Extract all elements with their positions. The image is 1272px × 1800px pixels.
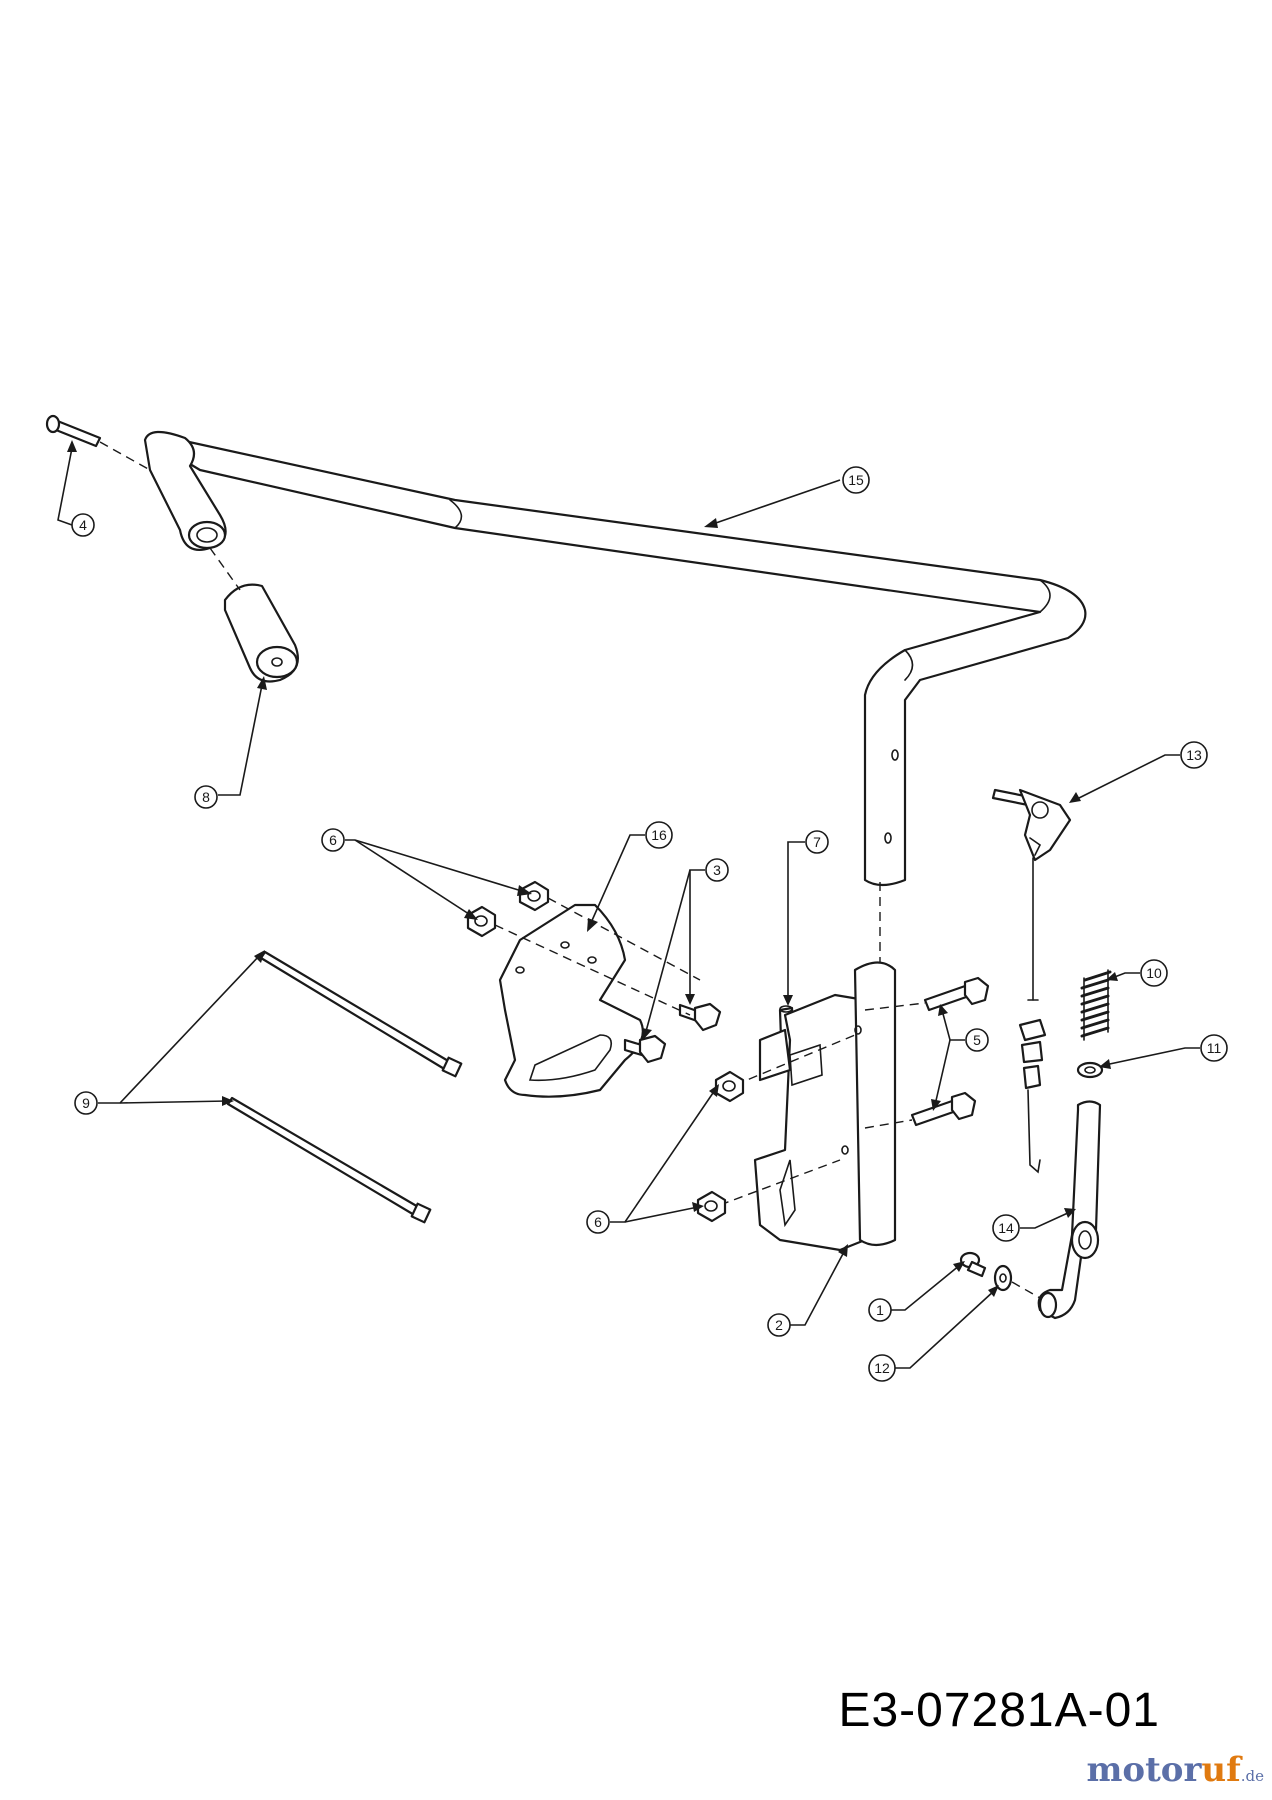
callout-16: 16 — [645, 821, 673, 849]
part-6-nut-lower-b[interactable] — [696, 1190, 727, 1223]
part-11-washer[interactable] — [1076, 1061, 1104, 1079]
callout-1: 1 — [868, 1298, 892, 1322]
callout-3: 3 — [705, 858, 729, 882]
part-13-lever-assembly[interactable] — [991, 788, 1072, 1174]
part-16-bracket[interactable] — [498, 903, 644, 1098]
svg-text:3: 3 — [713, 862, 721, 878]
svg-text:8: 8 — [202, 789, 210, 805]
callout-10: 10 — [1140, 959, 1168, 987]
svg-text:15: 15 — [848, 472, 864, 488]
callout-8: 8 — [194, 785, 218, 809]
svg-text:16: 16 — [651, 827, 667, 843]
callout-6-lower: 6 — [586, 1210, 610, 1234]
leader-lines — [57, 440, 1200, 1369]
svg-text:12: 12 — [874, 1360, 890, 1376]
part-10-spring[interactable] — [1080, 969, 1112, 1041]
brand-name-accent: uf — [1201, 1750, 1241, 1790]
part-3-bolt-b[interactable] — [623, 1034, 667, 1064]
svg-text:2: 2 — [775, 1317, 783, 1333]
callout-2: 2 — [767, 1313, 791, 1337]
svg-text:7: 7 — [813, 834, 821, 850]
callout-13: 13 — [1180, 741, 1208, 769]
part-3-bolt-a[interactable] — [678, 1002, 722, 1032]
callout-9: 9 — [74, 1091, 98, 1115]
part-6-nut-upper-a[interactable] — [518, 880, 550, 912]
part-1-bolt[interactable] — [959, 1251, 987, 1278]
part-5-bolt-b[interactable] — [910, 1091, 977, 1127]
callout-12: 12 — [868, 1354, 896, 1382]
callout-15: 15 — [842, 466, 870, 494]
callout-6-upper: 6 — [321, 828, 345, 852]
part-5-bolt-a[interactable] — [923, 976, 990, 1012]
svg-text:13: 13 — [1186, 747, 1202, 763]
svg-text:10: 10 — [1146, 965, 1162, 981]
svg-text:6: 6 — [594, 1214, 602, 1230]
part-8-roller[interactable] — [223, 583, 299, 683]
svg-text:5: 5 — [973, 1032, 981, 1048]
callout-11: 11 — [1200, 1034, 1228, 1062]
part-15-handle-bar[interactable] — [143, 430, 1087, 887]
part-2-mount-bracket[interactable] — [753, 961, 897, 1252]
brand-tld: .de — [1240, 1767, 1264, 1785]
part-9-cable-tie-b[interactable] — [226, 1096, 432, 1224]
callout-5: 5 — [965, 1028, 989, 1052]
part-4-pin[interactable] — [45, 414, 102, 448]
brand-name-main: motor — [1086, 1750, 1202, 1790]
callout-7: 7 — [805, 830, 829, 854]
part-14-rod[interactable] — [1037, 1100, 1102, 1320]
callout-14: 14 — [992, 1214, 1020, 1242]
part-6-nut-lower-a[interactable] — [714, 1070, 745, 1103]
callout-4: 4 — [71, 513, 95, 537]
part-9-cable-tie-a[interactable] — [259, 950, 463, 1078]
svg-text:14: 14 — [998, 1220, 1014, 1236]
svg-text:1: 1 — [876, 1302, 884, 1318]
part-12-washer[interactable] — [993, 1264, 1013, 1292]
brand-logo: motoruf.de — [1086, 1750, 1264, 1790]
svg-text:4: 4 — [79, 517, 87, 533]
svg-text:6: 6 — [329, 832, 337, 848]
svg-text:9: 9 — [82, 1095, 90, 1111]
part-6-nut-upper-b[interactable] — [466, 905, 497, 938]
svg-text:11: 11 — [1207, 1040, 1222, 1056]
drawing-number: E3-07281A-01 — [838, 1684, 1160, 1737]
